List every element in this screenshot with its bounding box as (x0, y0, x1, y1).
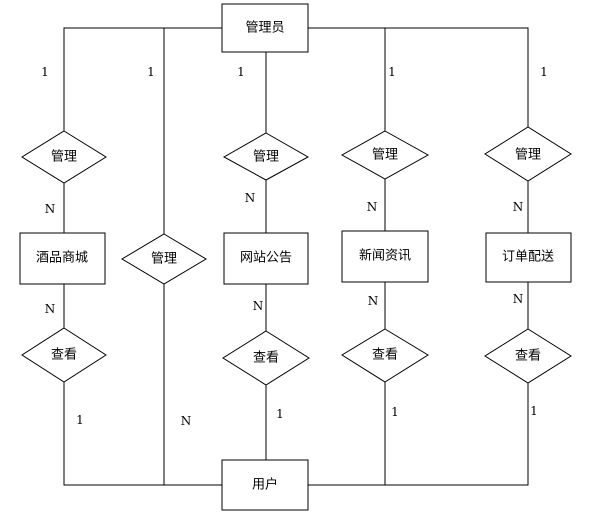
cardinality-notice-view: N (253, 299, 264, 313)
entity-news: 新闻资讯 (341, 230, 429, 283)
entity-news-label: 新闻资讯 (359, 248, 411, 264)
entity-admin: 管理员 (221, 3, 309, 53)
relation-manage-news-label: 管理 (372, 148, 398, 163)
entity-user-label: 用户 (252, 477, 278, 493)
cardinality-user-delivery: 1 (530, 404, 538, 418)
cardinality-shop-view: N (45, 302, 56, 316)
relation-manage-user-label: 管理 (151, 252, 177, 267)
cardinality-delivery-manage: N (513, 200, 524, 214)
entity-admin-label: 管理员 (245, 21, 284, 36)
entity-user: 用户 (221, 459, 309, 511)
cardinality-user-shop: 1 (76, 413, 84, 427)
entity-liquor-shop: 酒品商城 (19, 232, 106, 285)
entity-site-notice-label: 网站公告 (240, 251, 292, 266)
relation-manage-notice: 管理 (222, 132, 310, 181)
cardinality-delivery-view: N (513, 292, 524, 306)
relation-view-shop-label: 查看 (51, 347, 77, 363)
relation-manage-notice-label: 管理 (253, 150, 279, 165)
entity-site-notice: 网站公告 (223, 232, 309, 285)
entity-liquor-shop-label: 酒品商城 (36, 251, 88, 266)
relation-view-delivery-label: 查看 (515, 348, 541, 364)
cardinality-admin-news: 1 (388, 65, 396, 79)
entity-delivery-label: 订单配送 (502, 250, 554, 265)
cardinality-user-manage: N (181, 414, 192, 428)
relation-manage-delivery: 管理 (484, 126, 572, 182)
relation-view-news-label: 查看 (372, 347, 398, 363)
cardinality-shop-manage: N (45, 202, 56, 216)
relation-manage-shop-label: 管理 (51, 150, 77, 165)
relation-view-notice-label: 查看 (253, 350, 279, 366)
cardinality-news-manage: N (367, 200, 378, 214)
relation-view-news: 查看 (341, 328, 429, 383)
cardinality-labels: 1 1 1 1 1 N N N N N N N N 1 N 1 1 1 (41, 65, 548, 428)
relation-manage-shop: 管理 (21, 130, 107, 184)
relation-view-delivery: 查看 (484, 328, 572, 384)
relation-view-notice: 查看 (222, 330, 310, 386)
cardinality-user-notice: 1 (276, 407, 284, 421)
relation-manage-delivery-label: 管理 (515, 148, 541, 163)
cardinality-admin-notice: 1 (237, 65, 245, 79)
relation-manage-user: 管理 (121, 233, 207, 285)
cardinality-news-view: N (368, 294, 379, 308)
cardinality-admin-user: 1 (147, 65, 155, 79)
cardinality-admin-delivery: 1 (540, 65, 548, 79)
connector-lines (63, 27, 529, 486)
relation-manage-news: 管理 (340, 130, 430, 180)
entity-delivery: 订单配送 (485, 232, 572, 283)
relation-view-shop: 查看 (21, 327, 107, 383)
cardinality-admin-shop: 1 (41, 65, 49, 79)
cardinality-notice-manage: N (245, 191, 256, 205)
cardinality-user-news: 1 (391, 405, 399, 419)
